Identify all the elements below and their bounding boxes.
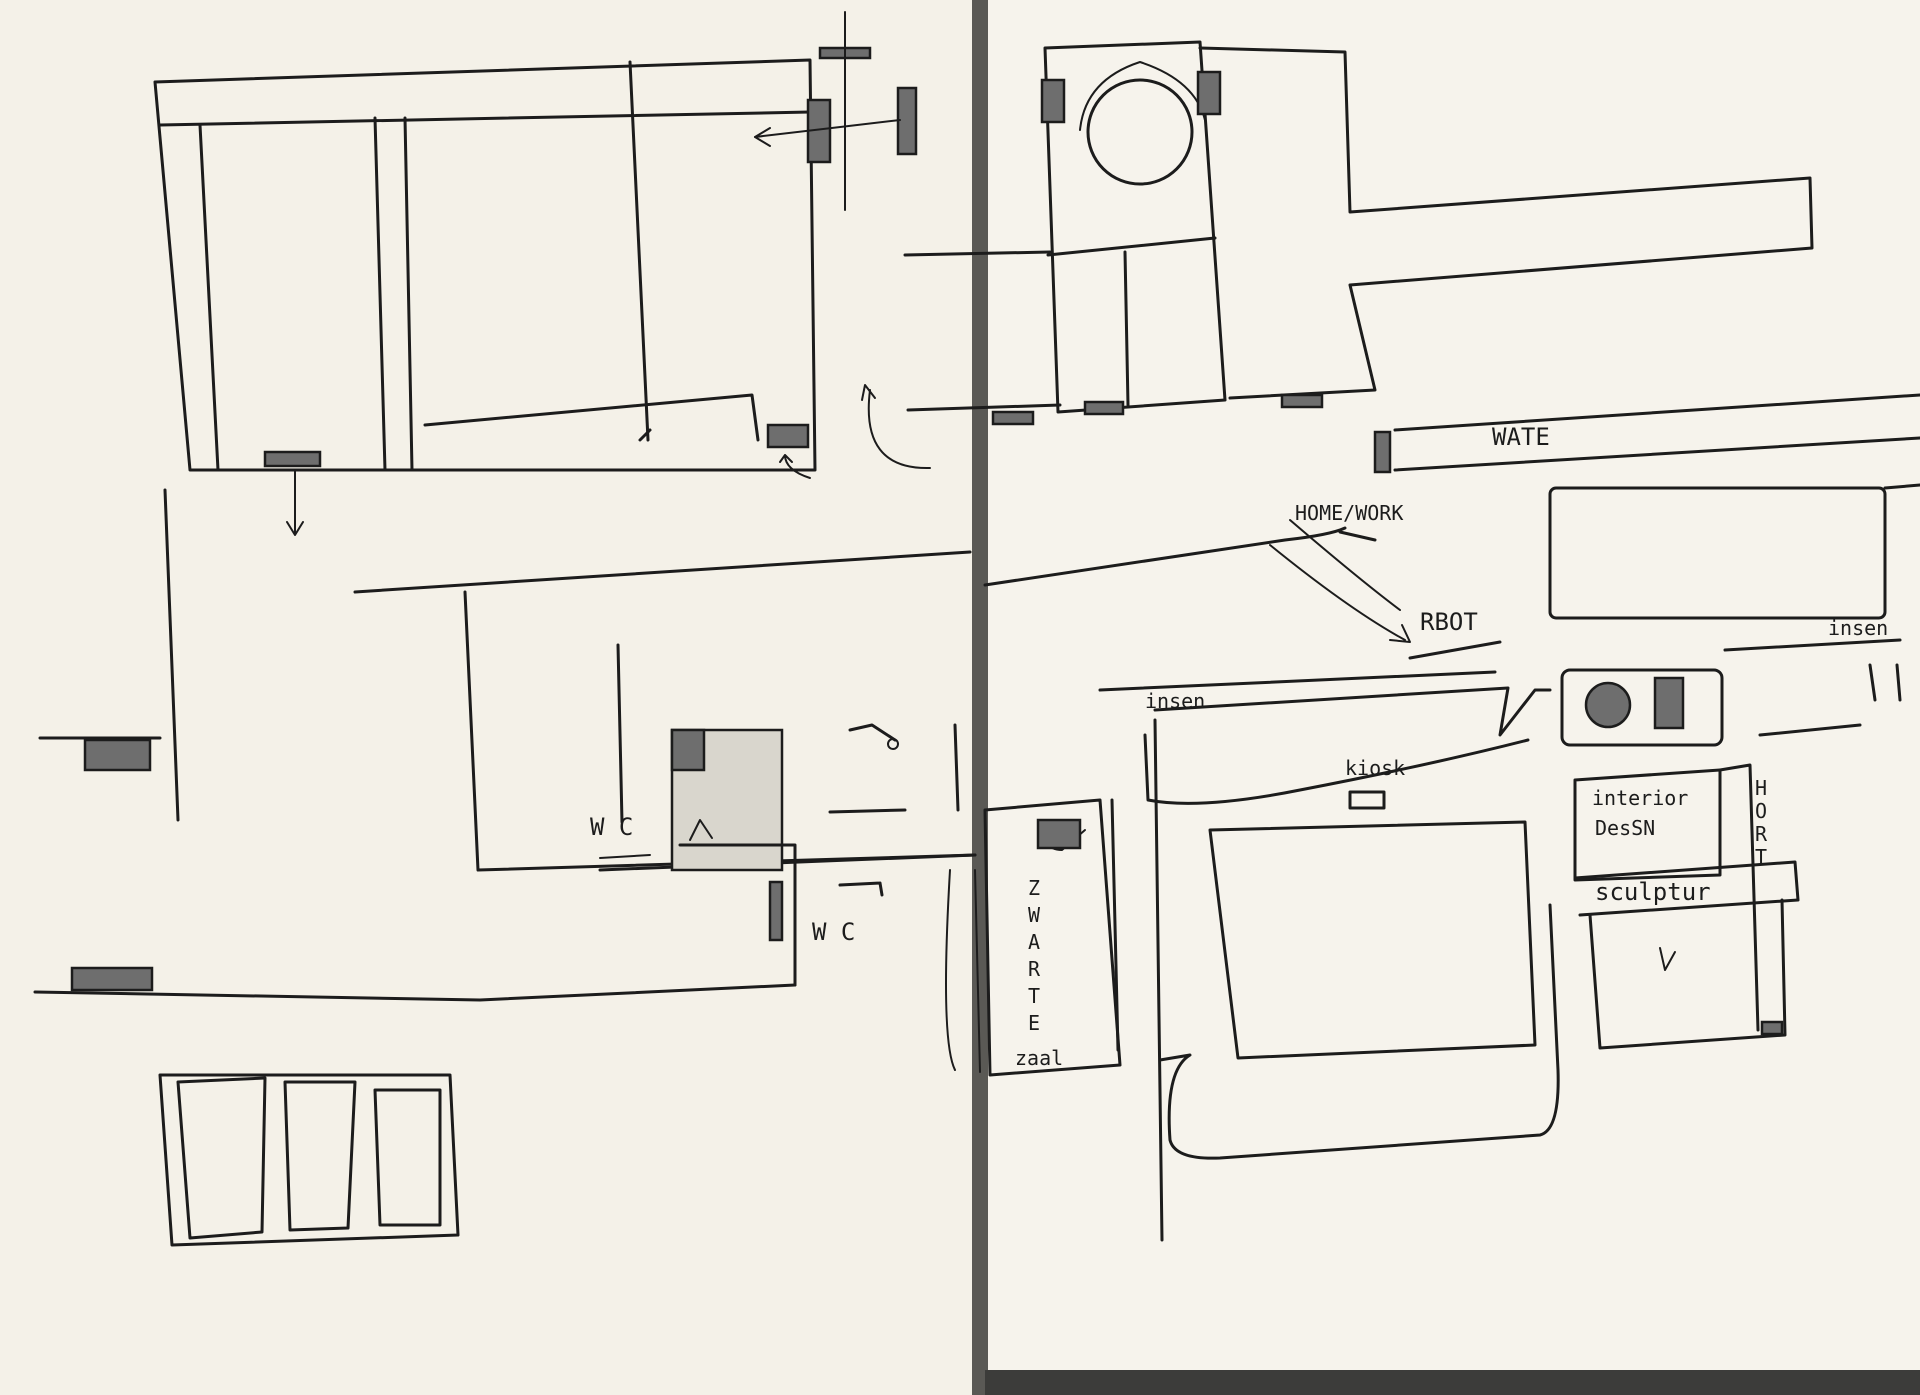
door-lower-a	[263, 450, 322, 468]
zwarte-zaal-hall	[945, 798, 1122, 1077]
main-street	[983, 393, 1920, 692]
label-insen-mid: insen	[1145, 689, 1205, 713]
label-kiosk: kiosk	[1345, 756, 1405, 780]
label-wate: WATE	[1492, 423, 1550, 451]
label-hort-t: T	[1755, 845, 1767, 869]
label-home-work: HOME/WORK	[1295, 501, 1403, 525]
label-wc-lower: W C	[812, 918, 855, 946]
label-insen-right: insen	[1828, 616, 1888, 640]
label-zwarte-a: A	[1028, 930, 1040, 954]
design-block	[1560, 638, 1902, 1050]
label-zaal: zaal	[1015, 1046, 1063, 1070]
left-page	[0, 0, 975, 1395]
wc-door-left	[83, 738, 152, 772]
label-zwarte-w: W	[1028, 903, 1041, 927]
long-east-wing	[1198, 46, 1814, 400]
round-hall	[1086, 78, 1194, 186]
east-block	[1548, 486, 1887, 620]
lower-left-building	[158, 1073, 460, 1247]
label-hort-o: O	[1755, 799, 1767, 823]
notebook-spine	[972, 0, 988, 1395]
stair-block-b	[896, 86, 918, 156]
label-hort-h: H	[1755, 776, 1767, 800]
label-zwarte-r: R	[1028, 957, 1041, 981]
label-zwarte-e: E	[1028, 1011, 1040, 1035]
label-zwarte-z: Z	[1028, 876, 1040, 900]
wc-door-bottom	[70, 966, 154, 992]
bench-object	[1560, 668, 1724, 747]
right-page-doors	[991, 393, 1392, 474]
label-zwarte-t: T	[1028, 984, 1040, 1008]
label-wc-left: W C	[590, 813, 633, 841]
round-hall-building	[903, 40, 1227, 414]
kiosk-square	[1110, 686, 1560, 1242]
label-hort-r: R	[1755, 822, 1768, 846]
label-design: DesSN	[1595, 816, 1655, 840]
door-lower-b	[766, 423, 810, 449]
upper-left-building	[153, 58, 817, 472]
label-rbot: RBOT	[1420, 608, 1478, 636]
left-page-arrows	[286, 11, 931, 536]
label-interior: interior	[1592, 786, 1688, 810]
left-middle-structure	[33, 488, 977, 1002]
page-bottom-edge	[985, 1370, 1920, 1395]
label-sculptur: sculptur	[1595, 878, 1711, 906]
